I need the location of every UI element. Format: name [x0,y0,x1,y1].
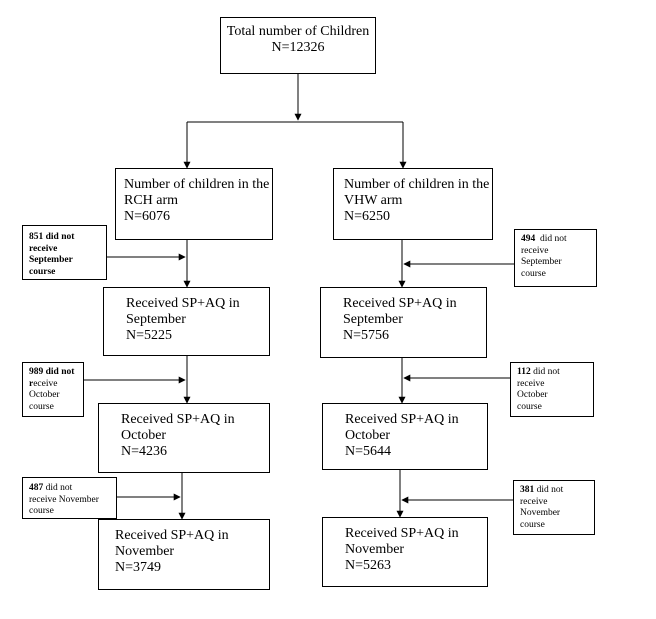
rch-note-oct-count: 989 [29,367,44,377]
vhw-note-october: 112 did not receive October course [510,362,594,417]
rch-note-sep-count: 851 [29,232,44,242]
rch-oct-line2: October [121,428,167,443]
rch-october-box: Received SP+AQ in October N=4236 [98,403,270,473]
total-title: Total number of Children [226,24,370,39]
vhw-arm-count: N=6250 [344,209,391,224]
rch-nov-line1: Received SP+AQ in [115,528,229,543]
rch-nov-line2: November [115,544,175,559]
vhw-arm-line2: VHW arm [344,193,403,208]
vhw-nov-line2: November [345,542,405,557]
rch-nov-count: N=3749 [115,560,162,575]
rch-note-september: 851 did not receive September course [22,225,107,280]
vhw-note-september: 494 did not receive September course [514,229,597,287]
vhw-note-november: 381 did not receive November course [513,480,595,535]
vhw-september-box: Received SP+AQ in September N=5756 [320,287,487,358]
vhw-arm-line1: Number of children in the [344,177,490,192]
vhw-note-sep-count: 494 [521,234,536,244]
rch-oct-count: N=4236 [121,444,168,459]
rch-arm-count: N=6076 [124,209,171,224]
rch-note-nov-count: 487 [29,483,44,493]
rch-note-october: 989 did not receive October course [22,362,84,417]
vhw-nov-line1: Received SP+AQ in [345,526,459,541]
vhw-oct-line1: Received SP+AQ in [345,412,459,427]
rch-sep-line1: Received SP+AQ in [126,296,240,311]
vhw-note-nov-count: 381 [520,485,535,495]
rch-november-box: Received SP+AQ in November N=3749 [98,519,270,590]
rch-september-box: Received SP+AQ in September N=5225 [103,287,270,356]
vhw-note-oct-count: 112 [517,367,531,377]
rch-oct-line1: Received SP+AQ in [121,412,235,427]
vhw-nov-count: N=5263 [345,558,392,573]
vhw-sep-line1: Received SP+AQ in [343,296,457,311]
rch-arm-line1: Number of children in the [124,177,270,192]
rch-sep-line2: September [126,312,186,327]
rch-sep-count: N=5225 [126,328,173,343]
vhw-october-box: Received SP+AQ in October N=5644 [322,403,488,470]
rch-arm-line2: RCH arm [124,193,179,208]
rch-arm-box: Number of children in the RCH arm N=6076 [115,168,273,240]
vhw-sep-line2: September [343,312,403,327]
rch-note-november: 487 did not receive November course [22,477,117,519]
vhw-sep-count: N=5756 [343,328,390,343]
vhw-oct-line2: October [345,428,391,443]
total-count: N=12326 [271,40,325,55]
vhw-arm-box: Number of children in the VHW arm N=6250 [333,168,493,240]
vhw-november-box: Received SP+AQ in November N=5263 [322,517,488,587]
vhw-oct-count: N=5644 [345,444,392,459]
total-children-box: Total number of Children N=12326 [220,17,376,74]
